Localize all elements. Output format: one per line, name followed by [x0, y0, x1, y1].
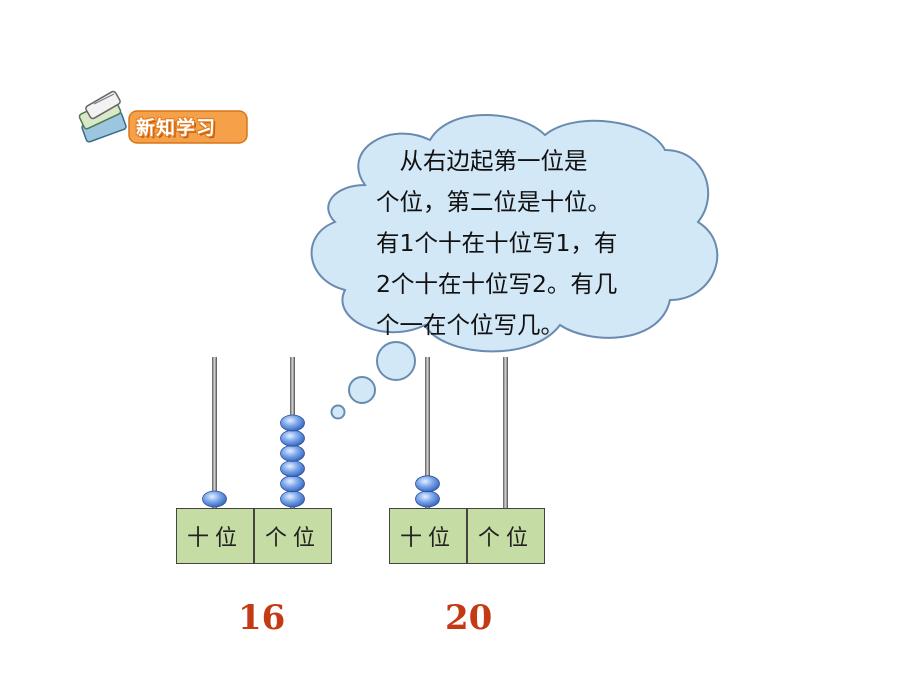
abacus-1-tens-rod [212, 357, 217, 510]
beads-layer [202, 414, 440, 508]
thought-line-4: 2个十在十位写2。有几 [376, 270, 618, 298]
abacus-2-tens-box: 十位 [389, 508, 467, 564]
abacus-1-ones-bead [280, 475, 305, 493]
section-title: 新知学习 [136, 117, 217, 139]
abacus-2-tens-rod [425, 357, 430, 510]
abacus-1-tens-box: 十位 [176, 508, 254, 564]
thought-bubble-text: 从右边起第一位是 个位，第二位是十位。 有1个十在十位写1，有 2个十在十位写2… [376, 141, 694, 346]
thought-line-1: 从右边起第一位是 [376, 147, 588, 175]
thought-line-3: 有1个十在十位写1，有 [376, 229, 618, 257]
thought-cloud [310, 114, 719, 420]
abacus-2-ones-box: 个位 [467, 508, 545, 564]
abacus-1-ones-bead [280, 490, 305, 508]
abacus-2-ones-rod [503, 357, 508, 510]
abacus-1-number: 16 [238, 598, 286, 638]
abacus-1-ones-bead [280, 444, 305, 462]
abacus-2-number: 20 [445, 598, 493, 638]
section-title-badge [128, 110, 248, 144]
abacus-1-ones-bead [280, 429, 305, 447]
thought-line-5: 个一在个位写几。 [376, 311, 564, 339]
thought-line-2: 个位，第二位是十位。 [376, 188, 611, 216]
abacus-1-ones-box: 个位 [254, 508, 332, 564]
abacus-1-tens-bead [202, 490, 227, 508]
books-icon [78, 90, 127, 143]
abacus-2-tens-bead [415, 475, 440, 493]
abacus-2-tens-bead [415, 490, 440, 508]
abacus-1-ones-bead [280, 460, 305, 478]
abacus-1-ones-bead [280, 414, 305, 432]
